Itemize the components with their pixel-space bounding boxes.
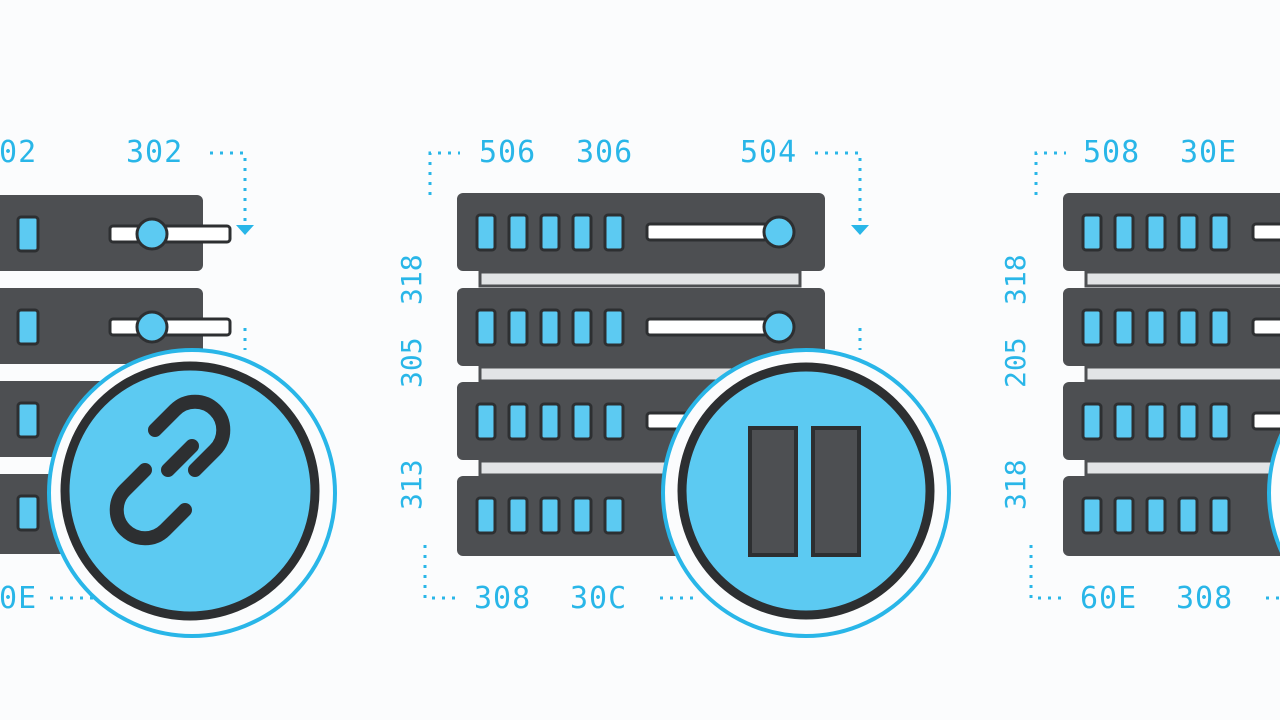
bottom-label-1: 60E xyxy=(1080,581,1138,616)
pause-icon xyxy=(748,426,861,557)
server-rack-link xyxy=(0,151,337,638)
server-unit-2 xyxy=(0,288,232,364)
bottom-label-2: 308 xyxy=(1176,581,1234,616)
server-group-status: 508 30E 318 205 318 60E 308 xyxy=(606,0,1280,720)
server-unit-1 xyxy=(457,193,825,271)
link-icon xyxy=(109,394,231,546)
server-unit-2 xyxy=(457,288,825,366)
top-label-1: 302 xyxy=(0,135,38,170)
server-group-pause: 506 306 504 318 305 313 308 30C xyxy=(395,135,951,638)
server-unit-4 xyxy=(1063,476,1280,556)
top-label-3: 504 xyxy=(740,135,798,170)
bottom-label-1: 308 xyxy=(474,581,532,616)
top-label-2: 30E xyxy=(1180,135,1238,170)
bottom-label-1: 30E xyxy=(0,581,38,616)
side-label-2: 205 xyxy=(999,337,1032,388)
pause-badge xyxy=(661,348,951,638)
server-rack-status xyxy=(1029,151,1280,600)
server-group-link: 302 302 30E xyxy=(0,0,337,720)
server-unit-3 xyxy=(1063,382,1280,460)
server-unit-1 xyxy=(1063,193,1280,271)
side-label-1: 318 xyxy=(395,254,428,305)
side-label-3: 313 xyxy=(395,459,428,510)
top-label-2: 302 xyxy=(126,135,184,170)
status-badge xyxy=(1267,433,1280,553)
top-label-1: 508 xyxy=(1083,135,1141,170)
top-label-1: 506 xyxy=(479,135,537,170)
top-label-2: 306 xyxy=(576,135,634,170)
bottom-label-2: 30C xyxy=(570,581,628,616)
server-unit-1 xyxy=(0,195,232,271)
side-label-1: 318 xyxy=(999,254,1032,305)
link-badge xyxy=(47,348,337,638)
side-label-2: 305 xyxy=(395,337,428,388)
server-unit-2 xyxy=(1063,288,1280,366)
side-label-3: 318 xyxy=(999,459,1032,510)
